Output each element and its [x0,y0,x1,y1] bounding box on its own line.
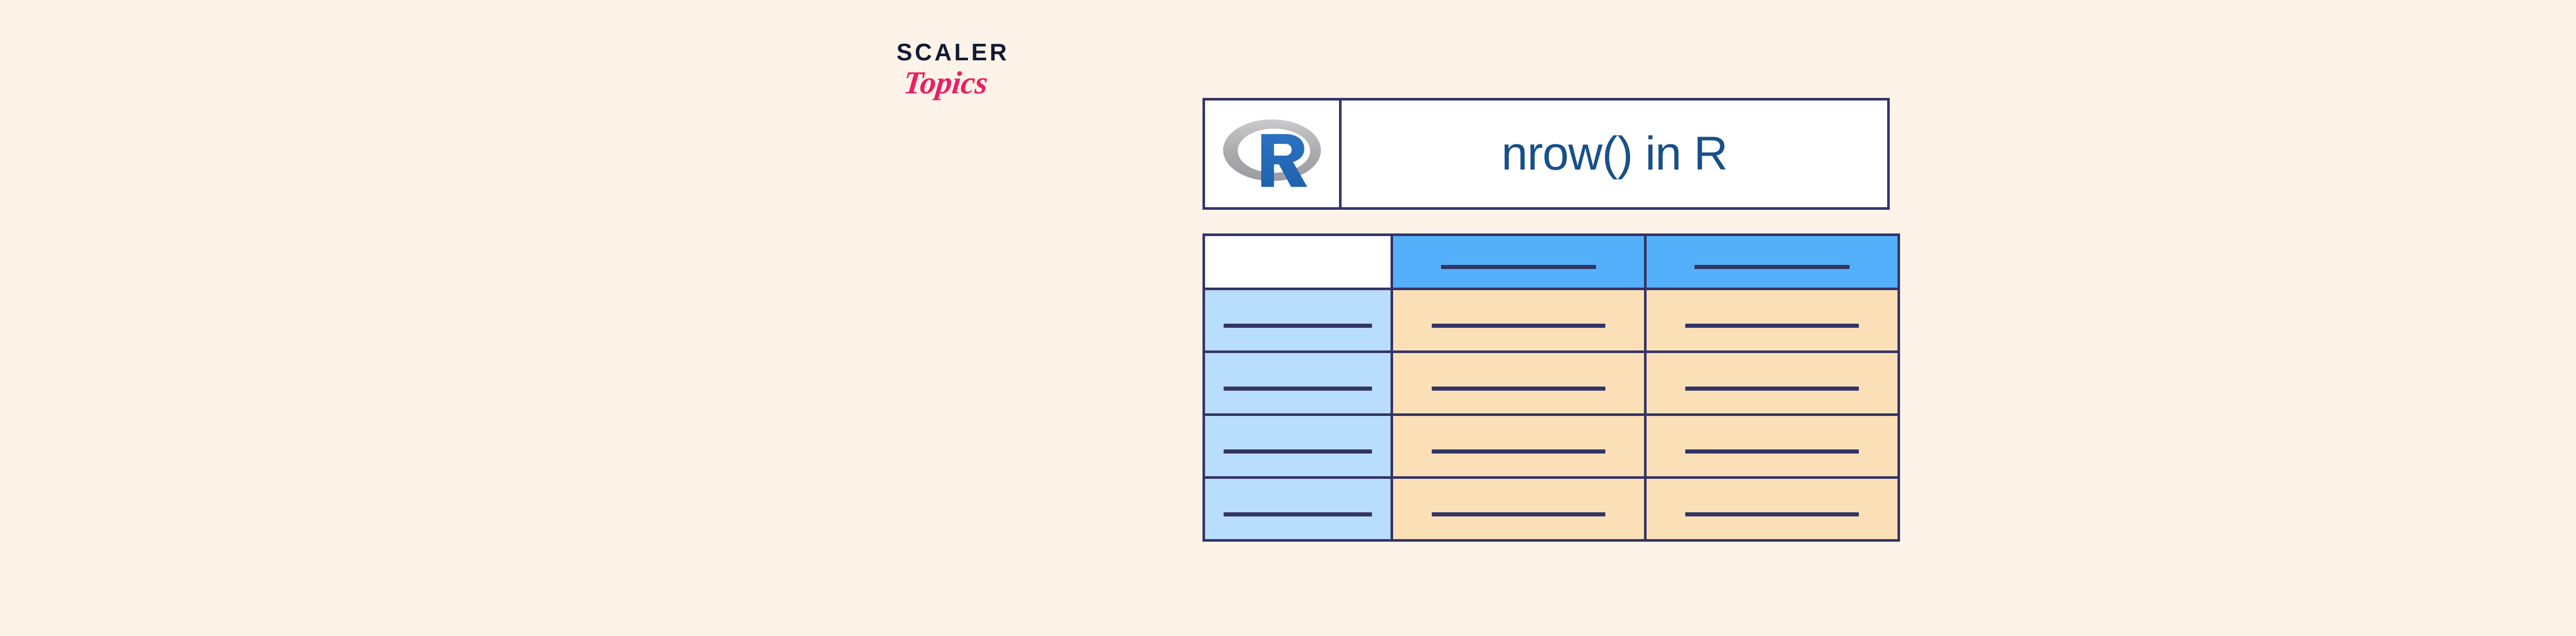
table-header-row [1202,233,1900,290]
table-row-header-cell [1202,350,1393,416]
title-logo-cell [1205,101,1342,207]
title-card: nrow() in R [1202,98,1890,210]
placeholder-bar [1224,449,1372,454]
table-cell [1644,476,1900,542]
placeholder-bar [1224,323,1372,328]
placeholder-bar [1685,386,1859,391]
placeholder-bar [1224,512,1372,516]
table-header-cell [1391,233,1647,290]
brand-wordmark: SCALER [896,39,1010,65]
placeholder-bar-wrap [1205,353,1391,413]
placeholder-bar [1432,449,1605,454]
table-cell [1644,288,1900,353]
placeholder-bar-wrap [1647,416,1897,476]
page-title: nrow() in R [1501,127,1728,180]
placeholder-bar-wrap [1393,353,1644,413]
placeholder-bar-wrap [1647,290,1897,350]
table-row [1202,413,1900,479]
table-row [1202,476,1900,542]
r-language-logo-icon [1223,115,1321,193]
placeholder-bar [1685,512,1859,516]
table-cell [1644,350,1900,416]
table-cell [1391,288,1647,353]
placeholder-bar [1432,386,1605,391]
table-cell [1644,413,1900,479]
placeholder-table [1202,233,1900,542]
table-row-header-cell [1202,288,1393,353]
placeholder-bar-wrap [1647,479,1897,539]
placeholder-bar-wrap [1647,236,1897,288]
placeholder-bar [1685,449,1859,454]
placeholder-bar [1685,323,1859,328]
placeholder-bar-wrap [1205,416,1391,476]
table-row [1202,350,1900,416]
table-cell [1391,413,1647,479]
table-row-header-cell [1202,413,1393,479]
placeholder-bar-wrap [1205,479,1391,539]
placeholder-bar-wrap [1393,416,1644,476]
table-header-cell [1644,233,1900,290]
placeholder-bar-wrap [1647,353,1897,413]
placeholder-bar [1432,323,1605,328]
brand-subword: Topics [902,65,990,101]
placeholder-bar-wrap [1393,479,1644,539]
brand-logo: SCALER Topics [896,40,1051,133]
placeholder-bar-wrap [1393,290,1644,350]
placeholder-bar [1440,265,1597,269]
placeholder-bar-wrap [1393,236,1644,288]
placeholder-bar-wrap [1205,290,1391,350]
table-row-header-cell [1202,476,1393,542]
placeholder-bar [1694,265,1850,269]
placeholder-bar [1224,386,1372,391]
title-text-cell: nrow() in R [1342,101,1887,207]
table-corner-cell [1202,233,1393,290]
table-cell [1391,476,1647,542]
table-row [1202,288,1900,353]
table-cell [1391,350,1647,416]
placeholder-bar [1432,512,1605,516]
